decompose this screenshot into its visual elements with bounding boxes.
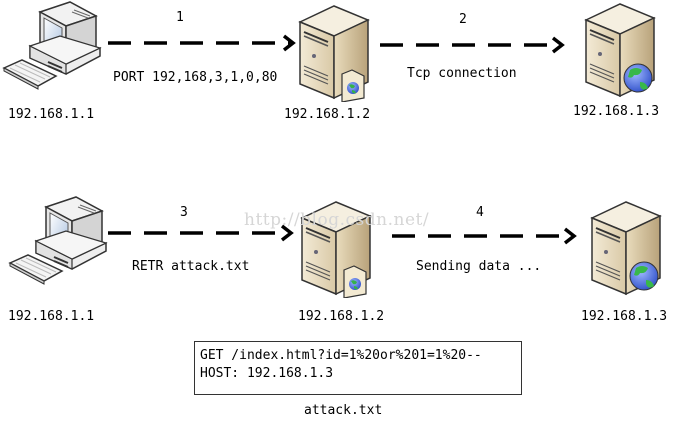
arrow-step-3 — [108, 224, 294, 242]
arrow-step-1 — [108, 34, 296, 52]
ftp-server-ip-label-2: 192.168.1.2 — [298, 309, 385, 324]
web-server-ip-label-2: 192.168.1.3 — [581, 309, 668, 324]
step-label-3: RETR attack.txt — [132, 259, 250, 274]
ftp-server-1 — [294, 2, 374, 103]
server-with-file-icon — [294, 2, 374, 103]
step-label-2: Tcp connection — [407, 66, 517, 81]
client-ip-label-1: 192.168.1.1 — [8, 107, 95, 122]
step-number-3: 3 — [180, 205, 188, 220]
step-number-4: 4 — [476, 205, 484, 220]
file-line-1: GET /index.html?id=1%20or%201=1%20-- — [200, 348, 482, 363]
watermark: http://blog.csdn.net/ — [244, 210, 430, 230]
web-server-ip-label-1: 192.168.1.3 — [573, 104, 660, 119]
client-ip-label-2: 192.168.1.1 — [8, 309, 95, 324]
server-with-globe-icon — [580, 0, 660, 100]
ftp-server-ip-label-1: 192.168.1.2 — [284, 107, 371, 122]
attack-file-box: GET /index.html?id=1%20or%201=1%20-- HOS… — [194, 341, 522, 395]
step-number-2: 2 — [459, 12, 467, 27]
web-server-1 — [580, 0, 660, 100]
server-with-globe-icon — [586, 198, 666, 298]
file-caption: attack.txt — [304, 403, 383, 418]
step-label-4: Sending data ... — [416, 259, 542, 274]
server-with-file-icon — [296, 198, 376, 299]
step-number-1: 1 — [176, 10, 184, 25]
web-server-2 — [586, 198, 666, 298]
ftp-server-2 — [296, 198, 376, 299]
file-line-2: HOST: 192.168.1.3 — [200, 366, 334, 381]
arrow-step-2 — [380, 36, 565, 54]
arrow-step-4 — [392, 227, 577, 245]
step-label-1: PORT 192,168,3,1,0,80 — [113, 70, 278, 85]
